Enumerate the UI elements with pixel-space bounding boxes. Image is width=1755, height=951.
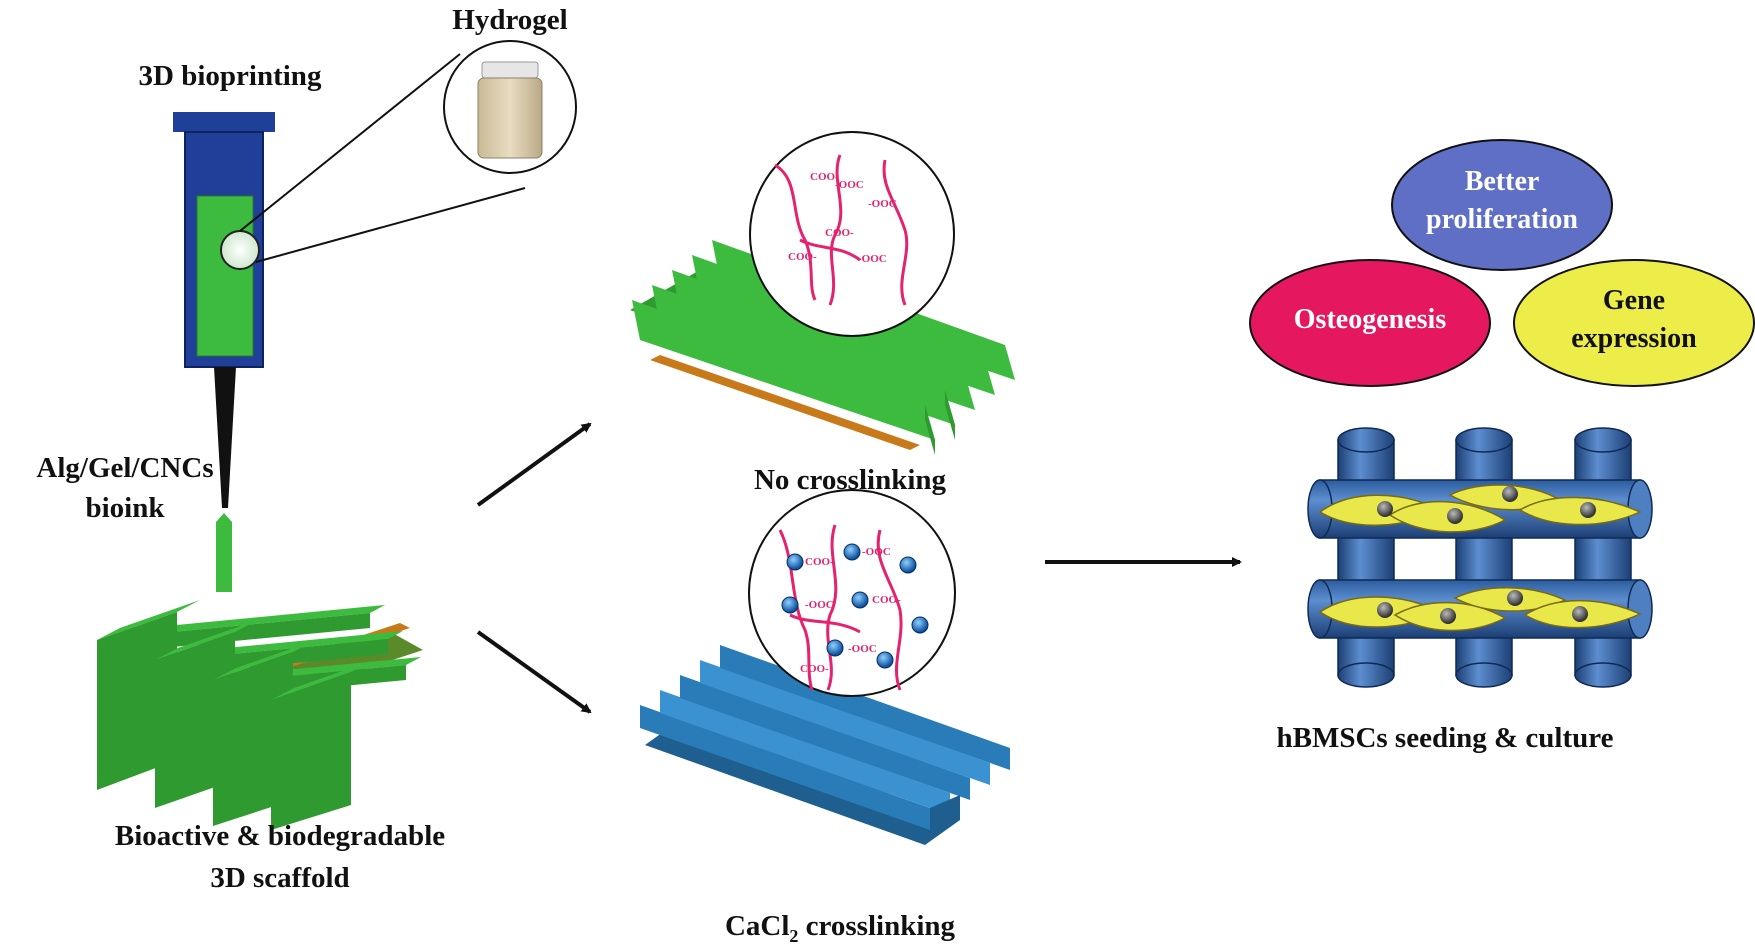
gene-text-line1: Gene [1602,285,1666,316]
carboxylate-label: COO- [825,227,854,239]
magnifier-line-top [239,53,461,232]
cell-nucleus [1377,501,1393,517]
gene-text-line2: expression [1571,323,1697,354]
carboxylate-label: COO- [872,594,901,606]
calcium-ion [899,556,917,574]
cell-nucleus [1502,486,1518,502]
cell-nucleus [1507,590,1523,606]
cacl-prefix: CaCl [724,910,790,942]
calcium-ion [911,616,929,634]
cell-seeded-scaffold [1307,427,1653,688]
arrow-to-cacl-crosslinking [476,630,592,714]
cell-nucleus [1572,606,1588,622]
osteogenesis-text: Osteogenesis [1293,304,1447,335]
calcium-ion [786,553,804,571]
cell-nucleus [1377,602,1393,618]
bioprinting-label: 3D bioprinting [138,60,322,92]
carboxylate-label: -OOC [858,253,887,265]
no-crosslinking-label: No crosslinking [753,464,947,496]
syringe-plunger-cap [173,112,275,132]
outcome-gene-expression [1513,259,1755,387]
crosslinked-zoom: COO- -OOC -OOC COO- COO- -OOC [748,489,956,697]
magnifier-lens [220,230,260,270]
hydrogel-jar-icon [477,61,543,159]
bioink-label-line2: bioink [85,492,165,524]
carboxylate-label: -OOC [805,599,834,611]
cacl-subscript: 2 [789,925,799,946]
culture-label: hBMSCs seeding & culture [1276,722,1614,754]
calcium-ion [843,543,861,561]
hydrogel-label: Hydrogel [452,4,568,36]
calcium-ion [781,596,799,614]
cell-nucleus [1580,502,1596,518]
carboxylate-label: COO- [810,171,839,183]
printed-scaffold [97,600,423,830]
bioink-label-line1: Alg/Gel/CNCs [36,452,214,484]
cell-nucleus [1440,608,1456,624]
carboxylate-label: COO- [788,251,817,263]
proliferation-text-line1: Better [1464,166,1540,197]
calcium-ion [876,651,894,669]
magnifier-line-bottom [255,187,526,263]
proliferation-text-line2: proliferation [1426,204,1578,235]
cacl-crosslinking-label: CaCl2 crosslinking [660,910,1020,947]
syringe [173,40,577,508]
outcome-proliferation [1391,139,1613,271]
scaffold-label-line1: Bioactive & biodegradable [114,820,446,852]
syringe-needle [214,367,236,508]
outcome-osteogenesis [1249,259,1491,387]
carboxylate-label: -OOC [868,198,897,210]
cell-nucleus [1447,508,1463,524]
carboxylate-label: -OOC [835,179,864,191]
syringe-bioink [196,195,254,357]
extruded-strand [216,513,232,592]
carboxylate-label: COO- [805,556,834,568]
scaffold-label-line2: 3D scaffold [210,862,350,894]
arrow-to-no-crosslinking [476,422,592,507]
uncrosslinked-zoom: COO- -OOC -OOC COO- COO- -OOC [749,131,955,337]
cell [1518,496,1642,526]
carboxylate-label: COO- [800,663,829,675]
calcium-ion [851,591,869,609]
carboxylate-label: -OOC [862,546,891,558]
calcium-ion [826,639,844,657]
carboxylate-label: -OOC [848,643,877,655]
cacl-suffix: crosslinking [798,910,956,942]
